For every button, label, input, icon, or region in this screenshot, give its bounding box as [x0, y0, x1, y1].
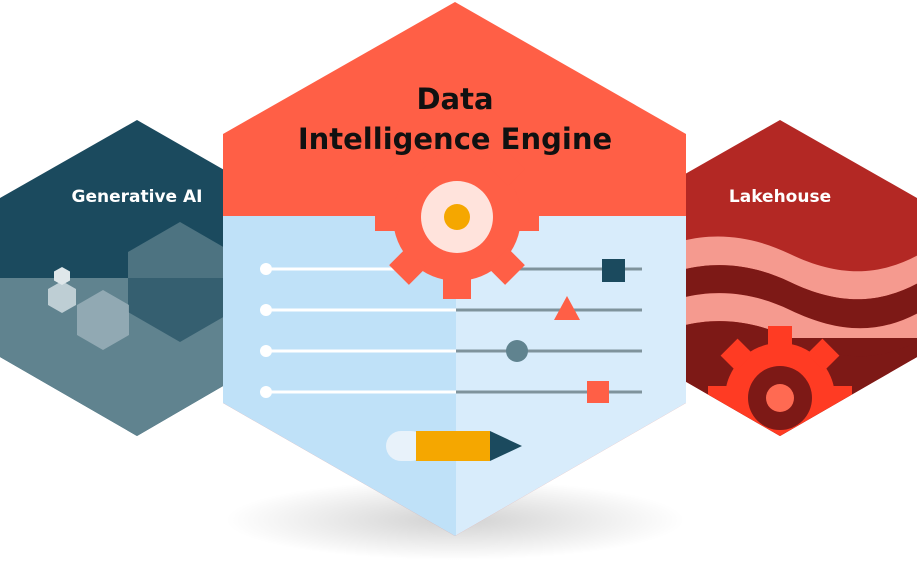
- wave-band: [643, 265, 917, 329]
- pencil-icon: [386, 431, 522, 461]
- tiny-hexagon-icon: [54, 267, 70, 285]
- slider-row-2: [260, 296, 642, 320]
- square-marker-icon: [602, 259, 625, 282]
- small-hexagon-icon: [77, 290, 129, 350]
- triangle-marker-icon: [554, 296, 580, 320]
- gear-icon: [375, 135, 539, 299]
- slider-row-3: [260, 340, 642, 362]
- generative-ai-label: Generative AI: [72, 187, 203, 207]
- wave-band: [643, 236, 917, 300]
- gear-icon: [708, 326, 852, 436]
- data-intelligence-engine-hexagon: Data Intelligence Engine: [223, 2, 686, 536]
- lakehouse-label: Lakehouse: [729, 187, 831, 207]
- small-hexagon-icon: [48, 281, 76, 313]
- lakehouse-hexagon: Lakehouse: [643, 120, 917, 436]
- square-marker-icon: [587, 381, 609, 403]
- center-title-line-1: Data: [416, 82, 493, 116]
- circle-marker-icon: [506, 340, 528, 362]
- slider-row-4: [260, 381, 642, 403]
- center-title-line-2: Intelligence Engine: [298, 122, 612, 156]
